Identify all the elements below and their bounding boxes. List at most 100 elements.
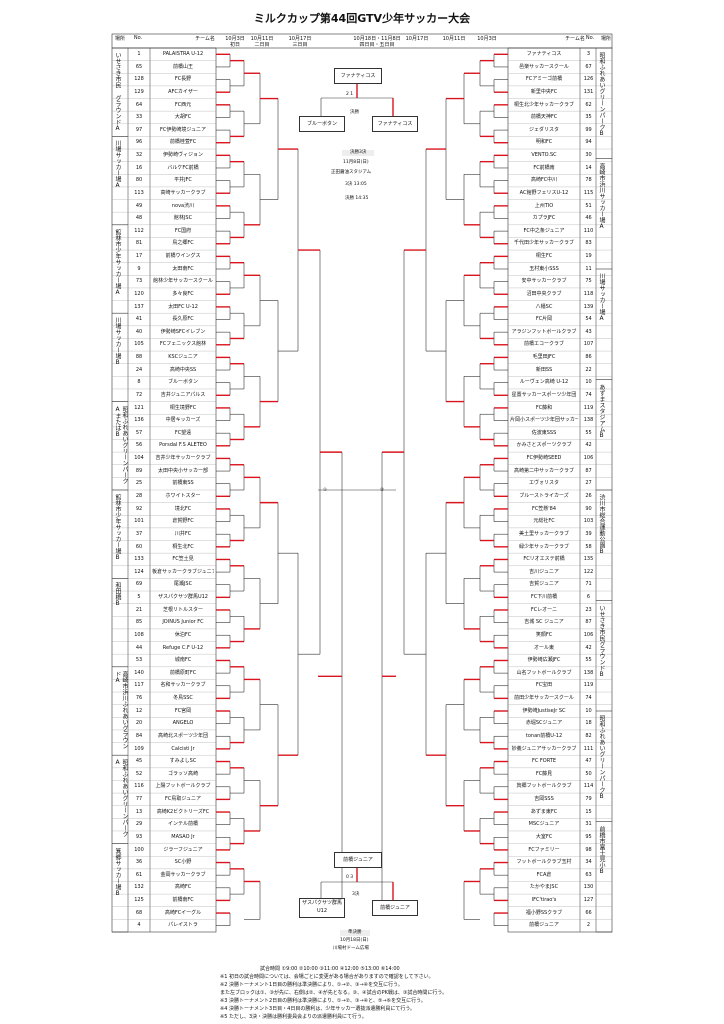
team-no: 136 (134, 417, 144, 424)
team-no: 44 (135, 644, 143, 651)
team-name: FC笠土見 (172, 556, 194, 563)
final-info-time1: 3決 13:05 (345, 182, 367, 187)
team-no: 112 (134, 227, 144, 234)
team-no: 34 (585, 859, 592, 866)
team-name: 伊勢崎ヴィジョン (162, 152, 203, 159)
team-name: 伊勢崎広瀬JFC (527, 657, 561, 664)
team-name: 前橋原町FC (169, 669, 197, 676)
final-info-venue: 正田醤油スタジアム (331, 170, 372, 175)
team-no: 73 (135, 278, 143, 285)
team-no: 69 (135, 581, 143, 588)
team-no: 60 (135, 543, 143, 550)
venue-label: いせさき市民 グラウンドA (114, 52, 121, 132)
third-label: 3決 (352, 892, 360, 897)
team-name: ジェダリスタ (528, 126, 559, 133)
team-name: 上州TIO (534, 202, 554, 209)
team-no: 114 (583, 783, 594, 790)
team-name: パレイストラ (168, 922, 198, 929)
team-no: 97 (135, 126, 143, 133)
team-no: 62 (585, 101, 592, 108)
team-no: 127 (583, 897, 594, 904)
team-no: 95 (585, 833, 592, 840)
team-no: 106 (583, 631, 594, 638)
team-no: 52 (135, 770, 143, 777)
team-name: FC片岡 (535, 316, 553, 323)
team-name: FC伊勢崎境ジュニア (159, 126, 207, 133)
team-no: 83 (585, 240, 592, 247)
team-name: 吉川ジュニア (529, 568, 559, 575)
team-name: バルケFC前橋 (167, 164, 199, 171)
team-no: 40 (135, 328, 143, 335)
team-no: 93 (135, 833, 143, 840)
team-no: 111 (583, 745, 594, 752)
team-name: 金岡サッカークラブ (160, 871, 206, 878)
note-line: また左ブロックは①、③が先に、右側は②、④が先となる。③、④試合のPK戦は、③試… (220, 990, 448, 996)
team-no: 74 (585, 391, 592, 398)
team-no: 31 (585, 821, 592, 828)
team-no: 63 (585, 871, 592, 878)
team-name: 尾瀬JSC (173, 581, 193, 588)
header-day1: 10月3日 (225, 36, 245, 42)
team-no: 119 (583, 682, 594, 689)
final-info-time2: 決勝 14:35 (345, 196, 369, 201)
third-info-title: 準決勝 (340, 930, 370, 936)
team-name: 吉城 SC ジュニア (524, 619, 564, 626)
team-no: 139 (583, 303, 594, 310)
team-name: 高崎FC中川 (530, 177, 558, 184)
team-no: 11 (585, 265, 592, 272)
team-no: 43 (585, 328, 592, 335)
team-no: 1 (137, 51, 141, 57)
team-name: かみさとスポーツクラブ (516, 442, 572, 449)
team-no: 68 (135, 909, 143, 916)
team-no: 96 (135, 139, 143, 146)
team-no: 138 (583, 669, 594, 676)
team-name: FCリオエステ前橋 (523, 556, 565, 563)
team-no: 12 (135, 707, 143, 714)
team-no: 8 (137, 379, 141, 386)
team-name: 伊勢崎SFCイレブン (160, 328, 206, 335)
team-name: 高崎FCイーグル (164, 909, 202, 916)
team-name: KSCジュニア (168, 354, 198, 361)
team-name: FC FORTE (531, 758, 557, 765)
team-no: 77 (135, 796, 143, 803)
header-day3r: 10月17日 (405, 36, 429, 42)
team-name: ファナティコス (526, 51, 562, 57)
team-no: 10 (585, 707, 592, 714)
team-no: 46 (585, 215, 592, 222)
team-no: 125 (134, 897, 144, 904)
team-no: 107 (583, 341, 594, 348)
team-no: 108 (134, 631, 144, 638)
note-line: ※4 決勝トーナメント3日目・4日目の勝利は、少年サッカー選抜派遣勝利員にて行う… (220, 1006, 416, 1012)
team-name: PALAISTRA U-12 (162, 51, 204, 57)
team-no: 25 (135, 480, 143, 487)
third-score: 0 3 (346, 875, 354, 880)
team-no: 100 (134, 846, 144, 853)
header-day3: 10月17日 (288, 36, 312, 42)
team-name: 高崎K2ビクトリーズFC (156, 808, 210, 815)
final-info-title: 決勝3決 (342, 150, 375, 156)
team-no: 3 (586, 51, 591, 57)
team-name: 板倉サッカークラブジュニア (152, 568, 214, 575)
team-name: 休泊FC (174, 631, 192, 638)
team-no: 79 (585, 796, 592, 803)
team-name: nova渋川 (171, 202, 195, 209)
team-no: 101 (134, 518, 144, 525)
team-no: 17 (135, 253, 143, 260)
team-name: すみよしSC (169, 758, 197, 765)
team-name: FC伊勢崎SEED (526, 455, 562, 462)
team-no: 98 (585, 846, 592, 853)
team-no: 20 (135, 720, 143, 727)
venue-label: 高崎市浜川サッカー場A (598, 162, 605, 230)
team-no: 6 (586, 594, 591, 601)
team-no: 48 (135, 215, 143, 222)
team-name: FC西元 (174, 101, 192, 108)
team-no: 84 (135, 732, 143, 739)
team-name: 美土里サッカークラブ (518, 530, 569, 537)
team-no: 66 (585, 909, 592, 916)
venue-label: いせさき市民グラウンドB (598, 604, 605, 678)
team-name: 佐波東SSS (531, 429, 557, 436)
team-name: 千代田少年サッカークラブ (513, 240, 574, 247)
team-name: FC藤見 (535, 770, 553, 777)
team-no: 119 (583, 404, 594, 411)
mid-right-marker: ② (380, 488, 385, 493)
